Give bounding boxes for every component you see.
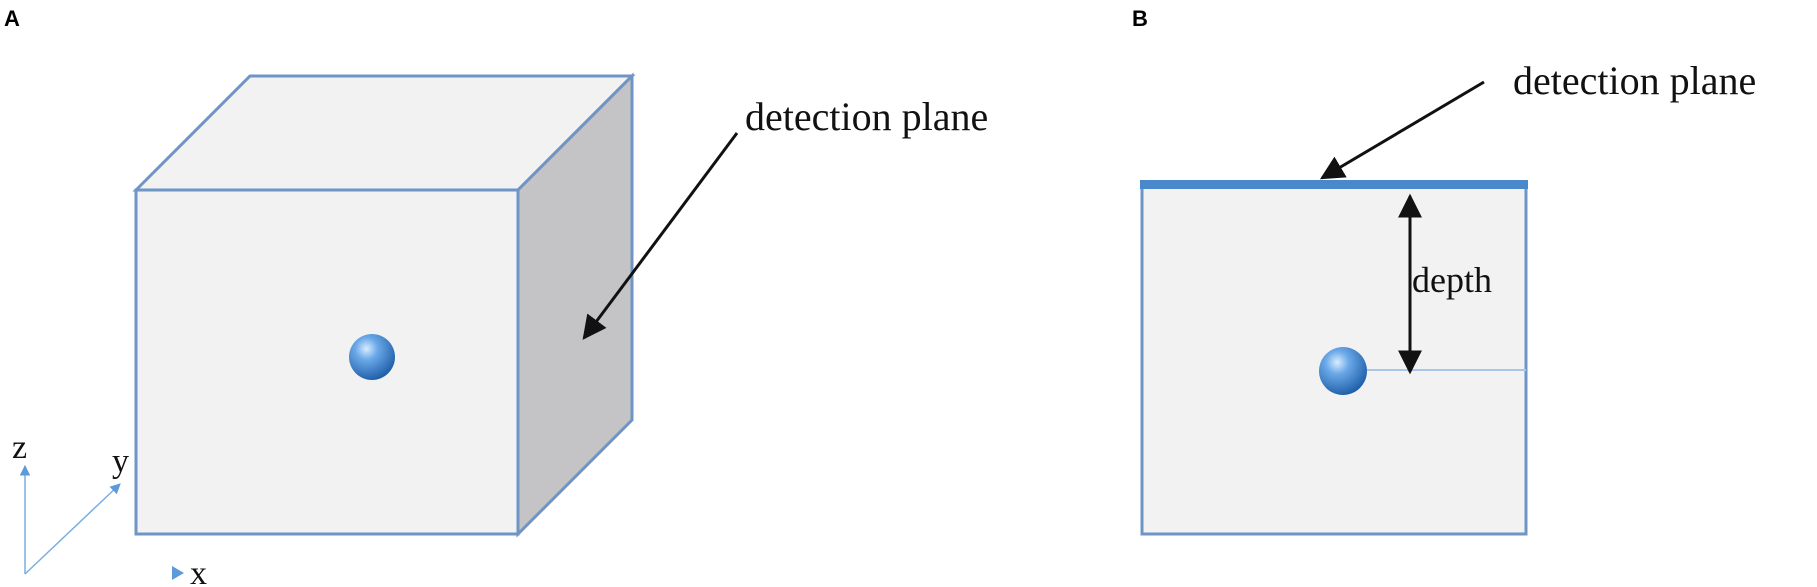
axis-triad: z y x — [12, 429, 207, 587]
z-axis-label: z — [12, 429, 27, 466]
x-axis-marker — [172, 566, 184, 580]
cube — [132, 72, 636, 538]
panel-b-letter: B — [1132, 6, 1148, 31]
x-axis-label: x — [190, 555, 207, 587]
source-sphere-b — [1319, 347, 1367, 395]
y-axis — [24, 483, 121, 575]
detection-plane-arrow-a — [582, 132, 739, 340]
panel-b: B depth detection plane — [1132, 6, 1756, 536]
panel-a: A detection plane z y x — [4, 6, 988, 587]
cube-front-face — [134, 188, 520, 536]
detection-plane-label-a: detection plane — [745, 94, 988, 139]
y-axis-label: y — [112, 443, 129, 480]
detection-plane-label-b: detection plane — [1513, 58, 1756, 103]
panel-a-letter: A — [4, 6, 20, 31]
source-sphere-a — [349, 334, 395, 380]
depth-label: depth — [1412, 260, 1492, 300]
detection-plane-arrow-b — [1319, 80, 1485, 180]
detection-plane-bar — [1140, 180, 1528, 189]
